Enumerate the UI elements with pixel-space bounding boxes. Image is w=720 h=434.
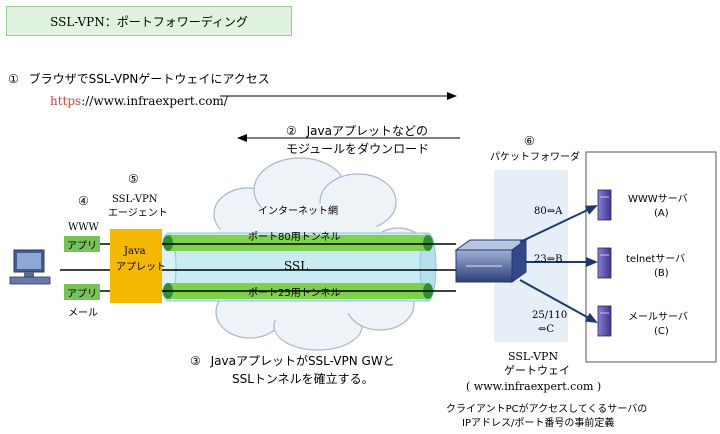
app-mail: アプリ (64, 284, 100, 300)
step5-number: ⑤ (128, 172, 139, 186)
step1-label: ブラウザでSSL-VPNゲートウェイにアクセス (28, 72, 270, 86)
app-www: アプリ (64, 236, 100, 252)
agent-applet: アプレット (116, 262, 166, 273)
mail-server-tag: (C) (654, 326, 669, 337)
step6-number: ⑥ (524, 134, 535, 148)
gateway-device-icon (454, 239, 528, 283)
step4-number: ④ (78, 194, 89, 208)
step3-label1: JavaアプレットがSSL-VPN GWと (210, 354, 395, 368)
agent-java: Java (124, 246, 146, 257)
telnet-server-icon (597, 247, 612, 279)
gateway-title: SSL-VPN (508, 350, 559, 363)
port25-label: ポート25用トンネル (248, 288, 341, 299)
arrow-to-mail (519, 279, 598, 323)
port80-label: ポート80用トンネル (248, 232, 341, 243)
mail-label: メール (68, 308, 98, 319)
arrow-to-www (519, 205, 598, 243)
step2-line2: モジュールをダウンロード (286, 142, 430, 156)
gateway-subtitle: ゲートウェイ (504, 364, 570, 377)
mail-server-icon (597, 305, 612, 337)
www-label: WWW (68, 222, 99, 233)
mapping-c: ⇔C (538, 324, 555, 335)
mail-server-name: メールサーバ (628, 312, 688, 323)
www-server-tag: (A) (654, 208, 669, 219)
client-pc-icon (9, 249, 51, 285)
telnet-server-tag: (B) (654, 268, 669, 279)
url-rest: ://www.infraexpert.com/ (81, 94, 228, 108)
step3-line2: SSLトンネルを確立する。 (232, 372, 374, 386)
step2-line1: ② Javaアプレットなどの (286, 124, 428, 138)
mapping-80: 80⇔A (534, 206, 563, 217)
agent-caption-1: SSL-VPN (112, 194, 158, 205)
url-scheme: https (50, 94, 82, 108)
www-server-name: WWWサーバ (628, 194, 688, 205)
step2-number: ② (286, 124, 297, 138)
packet-forwarder-label: パケットフォワーダ (490, 152, 580, 163)
footnote-line2: IPアドレス/ポート番号の事前定義 (462, 418, 615, 429)
step1-text: ① ブラウザでSSL-VPNゲートウェイにアクセス (8, 72, 270, 86)
port80-end-left (163, 235, 173, 251)
port80-tunnel (168, 235, 428, 251)
gateway-domain: ( www.infraexpert.com ) (466, 380, 602, 393)
port80-end-right (423, 235, 433, 251)
agent-box (110, 229, 162, 303)
step2-label1: Javaアプレットなどの (306, 124, 428, 138)
telnet-server-name: telnetサーバ (626, 254, 686, 265)
step3-number: ③ (190, 354, 201, 368)
www-server-icon (597, 189, 612, 221)
ssl-label: SSL (284, 259, 309, 273)
mapping-25-110: 25/110 (532, 310, 568, 321)
step3-line1: ③ JavaアプレットがSSL-VPN GWと (190, 354, 395, 368)
step1-url: https://www.infraexpert.com/ (50, 94, 228, 108)
agent-caption-2: エージェント (108, 208, 168, 219)
step1-number: ① (8, 72, 19, 86)
mapping-23: 23⇔B (534, 254, 563, 265)
diagram-title: SSL-VPN：ポートフォワーディング (6, 6, 292, 36)
cloud-label: インターネット網 (258, 206, 338, 217)
footnote-line1: クライアントPCがアクセスしてくるサーバの (446, 404, 648, 415)
